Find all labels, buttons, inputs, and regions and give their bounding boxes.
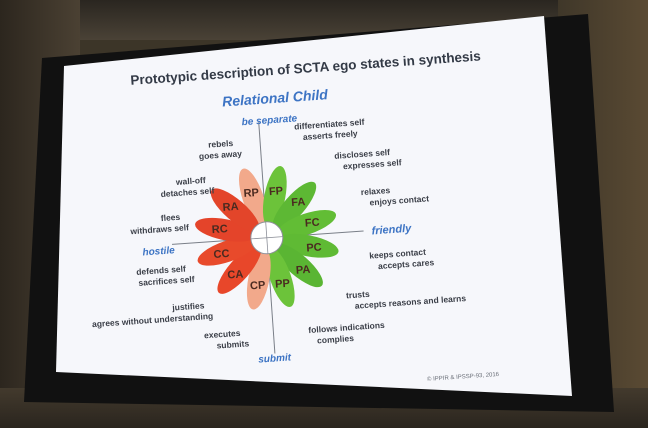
petal-code: CC <box>213 248 230 261</box>
petal-description-line: flees <box>160 212 180 223</box>
petal-code: FA <box>291 196 306 209</box>
petal-code: RP <box>243 187 259 200</box>
petal-code: PC <box>306 241 322 254</box>
axis-left-label: hostile <box>142 245 175 258</box>
petal-description-pc: keeps contactaccepts cares <box>369 246 435 271</box>
petal-code: PA <box>295 264 310 277</box>
petal-code: RC <box>211 223 228 236</box>
petal-description-line: rebels <box>208 138 234 150</box>
petal-code: FC <box>305 217 321 230</box>
petal-description-line: trusts <box>346 289 371 301</box>
petal-code: FP <box>269 185 284 198</box>
axis-bottom-label: submit <box>258 352 292 365</box>
petal-code: CA <box>227 268 244 281</box>
petal-code: RA <box>222 201 239 214</box>
petal-code: PP <box>275 278 290 291</box>
petal-description-line: relaxes <box>361 185 391 197</box>
petal-code: CP <box>250 279 266 292</box>
